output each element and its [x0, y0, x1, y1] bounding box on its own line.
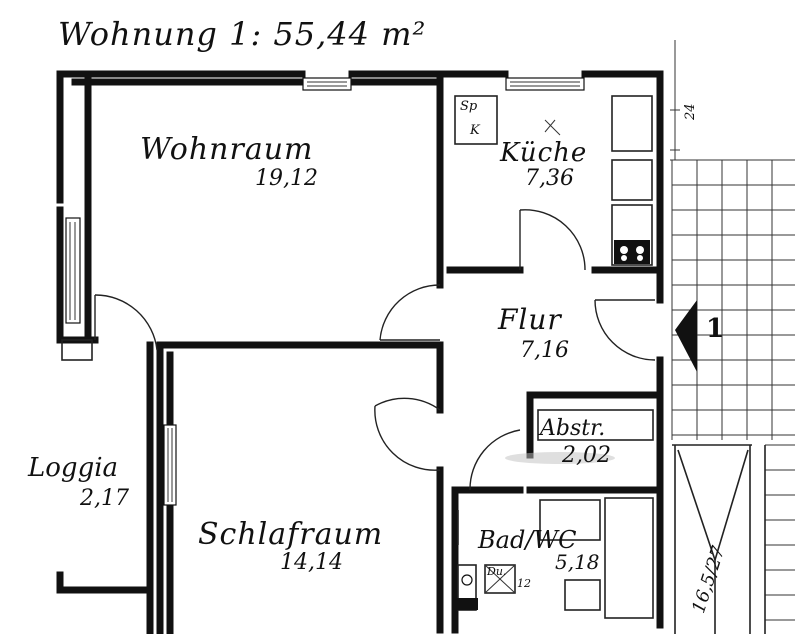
room-area-bad: 5,18 — [555, 550, 600, 574]
room-name-bad: Bad/WC — [478, 526, 577, 554]
terrace-grid — [671, 159, 795, 621]
staircase — [672, 444, 766, 634]
room-area-kueche: 7,36 — [525, 166, 574, 191]
entrance-arrow — [675, 300, 697, 372]
kitchen-fixtures — [454, 95, 664, 266]
room-area-flur: 7,16 — [520, 338, 569, 363]
room-name-abstr: Abstr. — [540, 416, 606, 441]
room-area-loggia: 2,17 — [80, 486, 129, 511]
room-name-flur: Flur — [498, 303, 562, 336]
storage-fixtures — [537, 409, 654, 441]
dimension-24: 24 — [683, 103, 698, 120]
page-title: Wohnung 1: 55,44 m² — [58, 15, 427, 53]
room-area-wohnraum: 19,12 — [255, 166, 318, 191]
room-area-abstr: 2,02 — [562, 443, 611, 468]
doors — [94, 209, 656, 491]
dimension-marks — [670, 40, 700, 161]
room-name-wohnraum: Wohnraum — [140, 132, 314, 167]
annotation-dusche: Du. — [487, 565, 507, 578]
room-name-loggia: Loggia — [28, 453, 119, 483]
annotation-dusche-size: 12 — [517, 577, 531, 590]
annotation-k: K — [470, 123, 480, 138]
room-name-kueche: Küche — [500, 138, 588, 168]
bathroom-fixtures — [456, 497, 654, 619]
annotation-sp: Sp — [460, 99, 478, 114]
entrance-number: 1 — [706, 314, 725, 344]
kitchen-markers — [544, 119, 561, 136]
windows — [65, 77, 585, 506]
scan-smudge — [505, 452, 615, 464]
room-name-schlafraum: Schlafraum — [198, 517, 384, 552]
exterior-walls — [56, 70, 664, 634]
room-area-schlafraum: 14,14 — [280, 550, 343, 575]
